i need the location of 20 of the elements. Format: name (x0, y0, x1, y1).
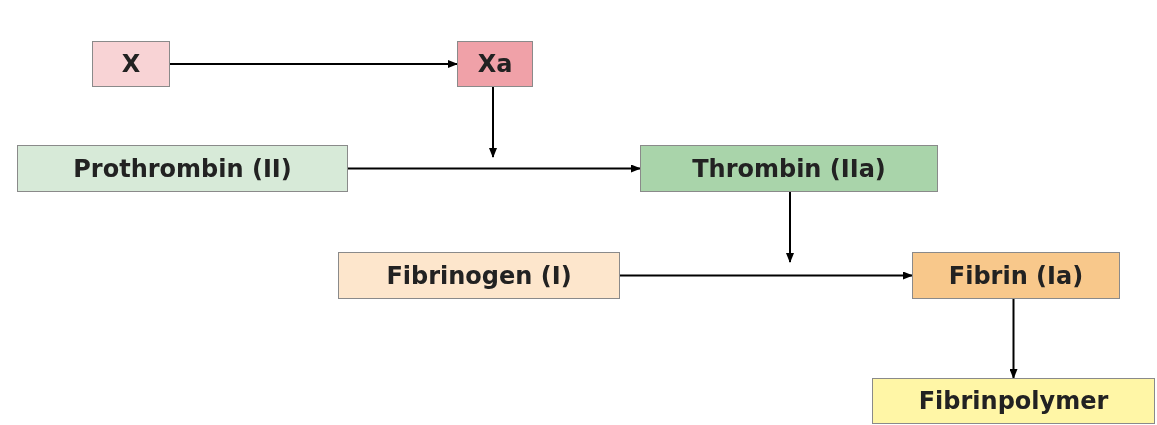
process-box (872, 378, 1155, 424)
node-label: Fibrin (Ia) (948, 261, 1084, 290)
arrow (1009, 298, 1018, 379)
node-label: Xa (477, 50, 513, 78)
process-box (457, 41, 533, 87)
process-box (92, 41, 170, 87)
node-label: Fibrinpolymer (918, 387, 1109, 415)
node-label: Fibrinogen (I) (386, 261, 572, 290)
arrow (786, 191, 794, 263)
node-label: Prothrombin (II) (73, 154, 292, 183)
process-box (640, 145, 938, 192)
process-box (912, 252, 1120, 299)
arrow (347, 164, 641, 173)
arrow (489, 86, 497, 158)
node-label: X (121, 50, 141, 78)
node-label: Thrombin (IIa) (692, 154, 886, 183)
arrow (619, 271, 913, 280)
process-box (338, 252, 620, 299)
process-box (17, 145, 348, 192)
arrow (169, 60, 458, 68)
